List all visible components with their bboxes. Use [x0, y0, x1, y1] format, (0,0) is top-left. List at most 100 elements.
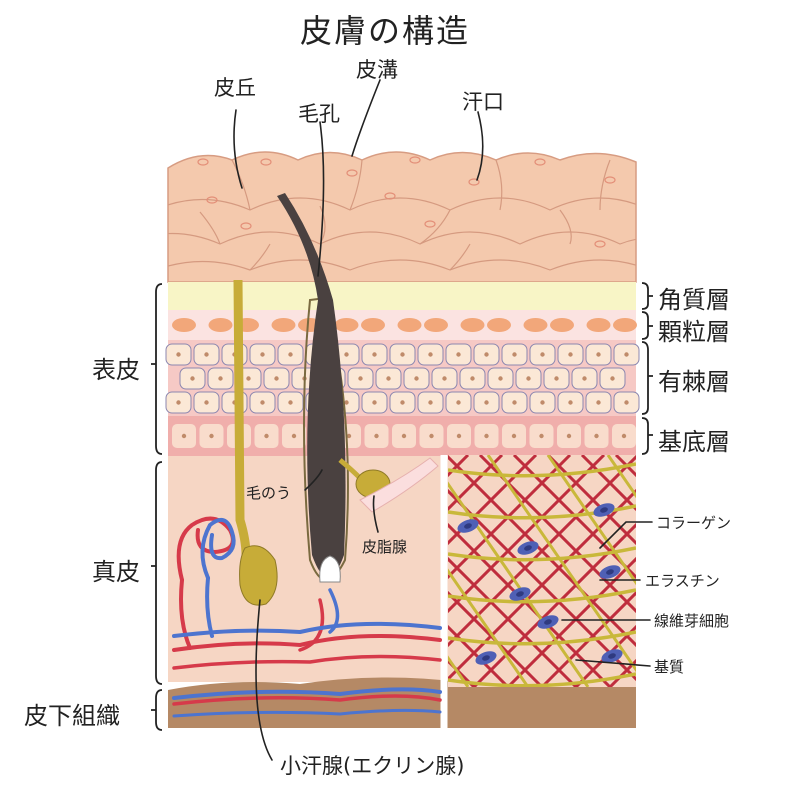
granular-cell — [613, 318, 637, 332]
granular-cell — [208, 318, 233, 332]
collagen-fiber — [546, 455, 636, 546]
label-hair-follicle: 毛のう — [246, 484, 292, 502]
hair-papilla — [319, 555, 341, 583]
elastin-fiber — [486, 455, 636, 673]
spinous-nucleus — [568, 400, 573, 405]
granular-cell — [271, 318, 296, 332]
basal-nucleus — [539, 433, 544, 439]
spinous-nucleus — [484, 352, 489, 357]
collagen-fiber — [448, 556, 578, 687]
spinous-nucleus — [344, 352, 349, 357]
basal-nucleus — [374, 433, 379, 439]
spinous-nucleus — [288, 352, 293, 357]
label-moko: 毛孔 — [298, 102, 340, 126]
spinous-nucleus — [582, 376, 587, 381]
collagen-fiber — [512, 455, 636, 580]
basal-nucleus — [429, 433, 434, 439]
collagen-fiber — [448, 455, 504, 512]
collagen-fiber — [472, 522, 636, 687]
leader-lines — [233, 79, 653, 761]
fibroblast-nucleus — [464, 523, 472, 529]
spinous-nucleus — [456, 400, 461, 405]
label-dermis: 真皮 — [92, 558, 140, 586]
spinous-nucleus — [400, 400, 405, 405]
collagen-fiber — [448, 488, 636, 682]
spinous-nucleus — [554, 376, 559, 381]
granular-cell — [523, 318, 548, 332]
label-matrix: 基質 — [654, 658, 685, 676]
spinous-nucleus — [414, 376, 419, 381]
hair-root — [307, 300, 346, 578]
collagen-fiber — [478, 455, 636, 614]
spinous-nucleus — [204, 400, 209, 405]
spinous-nucleus — [512, 400, 517, 405]
basal-nucleus — [594, 433, 599, 439]
fibroblast-nucleus — [608, 653, 616, 659]
spinous-nucleus — [456, 352, 461, 357]
basal-nucleus — [566, 433, 572, 439]
collagen-fiber — [448, 455, 538, 546]
granular-cell — [397, 318, 422, 332]
spinous-nucleus — [372, 400, 377, 405]
basal-nucleus — [291, 433, 297, 439]
collagen-fiber — [580, 455, 636, 512]
granular-cell — [550, 318, 574, 332]
collagen-fiber — [448, 455, 636, 648]
spinous-nucleus — [610, 376, 615, 381]
granular-cell — [172, 318, 196, 332]
spinous-nucleus — [428, 352, 433, 357]
label-basal-layer: 基底層 — [658, 428, 730, 456]
spinous-nucleus — [260, 400, 265, 405]
spinous-nucleus — [372, 352, 377, 357]
granular-cell — [586, 318, 611, 332]
elastin-fiber — [448, 481, 590, 687]
label-kanko: 汗口 — [462, 90, 504, 114]
spinous-nucleus — [386, 376, 391, 381]
spinous-nucleus — [596, 352, 601, 357]
elastin-fiber — [448, 546, 636, 562]
basal-nucleus — [346, 433, 352, 439]
basal-nucleus — [209, 433, 214, 439]
arrector-pili-muscle — [359, 457, 439, 513]
spinous-nucleus — [484, 400, 489, 405]
spinous-nucleus — [176, 400, 181, 405]
spinous-nucleus — [428, 400, 433, 405]
granular-cells — [172, 318, 637, 332]
spinous-nucleus — [344, 400, 349, 405]
spinous-nucleus — [540, 400, 545, 405]
fibroblast-nucleus — [482, 655, 490, 661]
fibroblast-nucleus — [524, 545, 532, 551]
spinous-nucleus — [498, 376, 503, 381]
dermal-matrix — [448, 455, 636, 687]
collagen-fiber — [540, 590, 636, 687]
label-stratum-corneum: 角質層 — [658, 286, 730, 314]
spinous-nucleus — [260, 352, 265, 357]
label-hikyu: 皮丘 — [214, 76, 256, 100]
spinous-nucleus — [190, 376, 195, 381]
skin-surface — [167, 151, 637, 283]
granular-cell — [424, 318, 448, 332]
spinous-nucleus — [624, 400, 629, 405]
brackets — [151, 282, 653, 731]
granular-cell — [361, 318, 385, 332]
label-spinous-layer: 有棘層 — [658, 368, 730, 396]
label-elastin: エラスチン — [645, 572, 720, 590]
basal-nucleus — [621, 433, 627, 439]
basal-nucleus — [456, 433, 462, 439]
granular-cell — [460, 318, 485, 332]
fibroblast-nucleus — [606, 569, 614, 575]
elastin-fiber — [448, 568, 530, 687]
collagen-fiber — [448, 455, 636, 648]
label-fibroblast: 線維芽細胞 — [654, 612, 730, 630]
fibroblast-nucleus — [600, 507, 608, 513]
label-epidermis: 表皮 — [92, 356, 140, 384]
basal-nucleus — [401, 433, 407, 439]
spinous-nucleus — [540, 352, 545, 357]
collagen-fiber — [448, 590, 544, 687]
spinous-nucleus — [442, 376, 447, 381]
label-eccrine-gland: 小汗腺(エクリン腺) — [280, 754, 465, 778]
granular-cell — [334, 318, 359, 332]
spinous-nucleus — [526, 376, 531, 381]
spinous-nucleus — [288, 400, 293, 405]
